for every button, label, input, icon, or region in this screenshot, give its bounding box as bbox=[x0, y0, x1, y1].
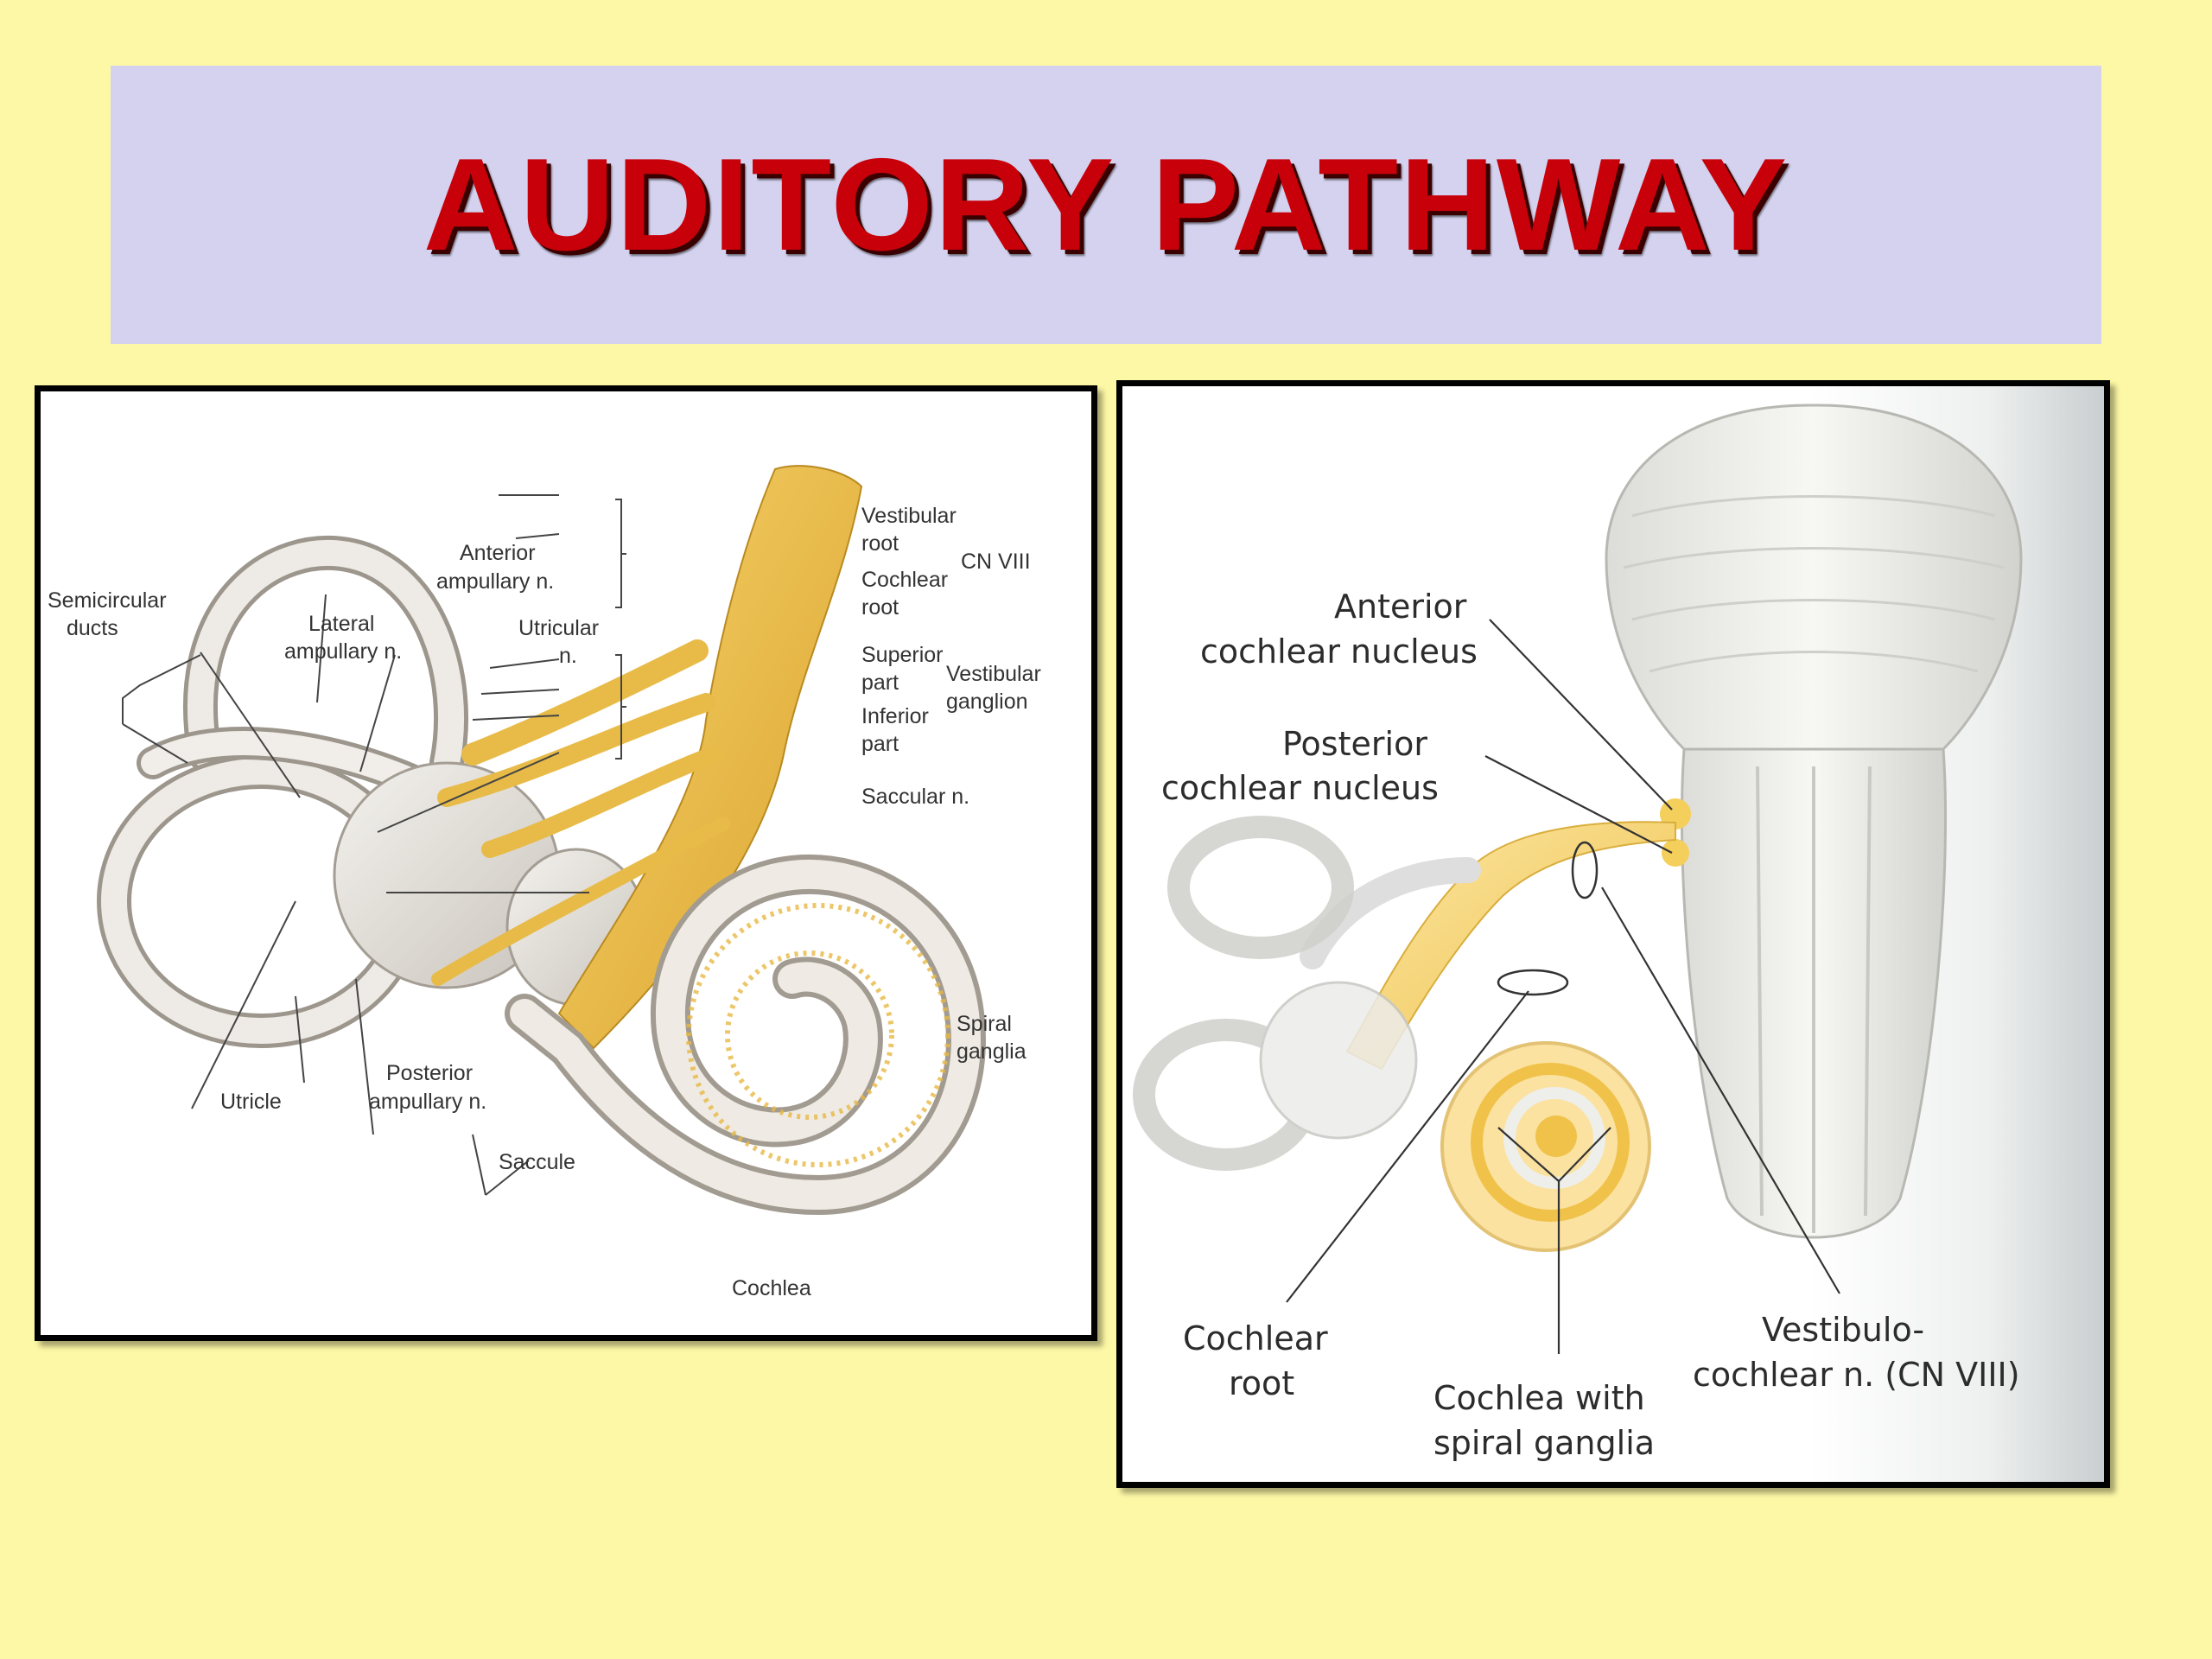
title-banner: AUDITORY PATHWAY bbox=[111, 66, 2101, 344]
label-utricular-2: n. bbox=[559, 644, 577, 668]
label-utricle: Utricle bbox=[220, 1090, 282, 1114]
label-posterior-cochlear-1: Posterior bbox=[1282, 725, 1427, 763]
brainstem-illustration: Anterior cochlear nucleus Posterior coch… bbox=[1133, 404, 2023, 1462]
label-cochlear-root-1: Cochlear bbox=[861, 568, 948, 592]
label-saccular: Saccular n. bbox=[861, 785, 969, 809]
leader-lines-right bbox=[1286, 619, 1840, 1354]
label-vestibulocochlear-2: cochlear n. (CN VIII) bbox=[1693, 1356, 2020, 1394]
brainstem-figure: Anterior cochlear nucleus Posterior coch… bbox=[1116, 380, 2110, 1488]
label-semicircular-1: Semicircular bbox=[48, 588, 167, 613]
label-anterior-cochlear-1: Anterior bbox=[1334, 588, 1467, 626]
label-vest-ganglion-1: Vestibular bbox=[946, 662, 1041, 686]
label-cochlea-spiral-1: Cochlea with bbox=[1433, 1379, 1645, 1417]
label-inferior-part-2: part bbox=[861, 732, 899, 756]
label-superior-part-1: Superior bbox=[861, 643, 944, 667]
label-cochlea-spiral-2: spiral ganglia bbox=[1433, 1424, 1655, 1462]
cochlea-spiral bbox=[1440, 1041, 1651, 1252]
cochlea-shape bbox=[505, 855, 986, 1216]
label-vestibulocochlear-1: Vestibulo- bbox=[1762, 1311, 1924, 1349]
label-spiral-2: ganglia bbox=[957, 1039, 1027, 1064]
label-inferior-part-1: Inferior bbox=[861, 704, 929, 728]
labyrinth-shape bbox=[1133, 816, 1418, 1171]
label-anterior-amp-1: Anterior bbox=[460, 541, 536, 565]
label-cochlear-root-2: root bbox=[861, 595, 899, 620]
leader-lines bbox=[122, 494, 589, 1196]
ganglion-brace bbox=[615, 654, 626, 760]
label-anterior-cochlear-2: cochlear nucleus bbox=[1200, 632, 1478, 671]
label-posterior-cochlear-2: cochlear nucleus bbox=[1161, 769, 1439, 807]
label-posterior-amp-1: Posterior bbox=[386, 1061, 473, 1085]
pons-shape bbox=[1605, 404, 2023, 751]
label-cochlea: Cochlea bbox=[732, 1276, 811, 1300]
posterior-cochlear-nucleus bbox=[1662, 839, 1689, 867]
label-cochlear-root-1: Cochlear bbox=[1183, 1319, 1328, 1357]
inner-ear-illustration: Semicircular ducts Lateral ampullary n. … bbox=[48, 465, 1041, 1300]
inner-ear-figure: Semicircular ducts Lateral ampullary n. … bbox=[35, 385, 1097, 1341]
label-vestibular-root-2: root bbox=[861, 531, 899, 556]
label-anterior-amp-2: ampullary n. bbox=[436, 569, 554, 594]
label-spiral-1: Spiral bbox=[957, 1012, 1012, 1036]
label-lateral-amp-2: ampullary n. bbox=[284, 639, 402, 664]
label-cochlear-root-2: root bbox=[1229, 1364, 1294, 1402]
label-saccule: Saccule bbox=[499, 1150, 575, 1174]
label-utricular-1: Utricular bbox=[518, 616, 599, 640]
label-superior-part-2: part bbox=[861, 671, 899, 695]
label-semicircular-2: ducts bbox=[67, 616, 118, 640]
label-vest-ganglion-2: ganglion bbox=[946, 690, 1028, 714]
label-cn8: CN VIII bbox=[961, 550, 1031, 574]
label-lateral-amp-1: Lateral bbox=[308, 612, 374, 636]
cn8-brace bbox=[615, 499, 626, 608]
label-vestibular-root-1: Vestibular bbox=[861, 504, 957, 528]
label-posterior-amp-2: ampullary n. bbox=[369, 1090, 486, 1114]
slide-title: AUDITORY PATHWAY bbox=[423, 130, 1789, 278]
